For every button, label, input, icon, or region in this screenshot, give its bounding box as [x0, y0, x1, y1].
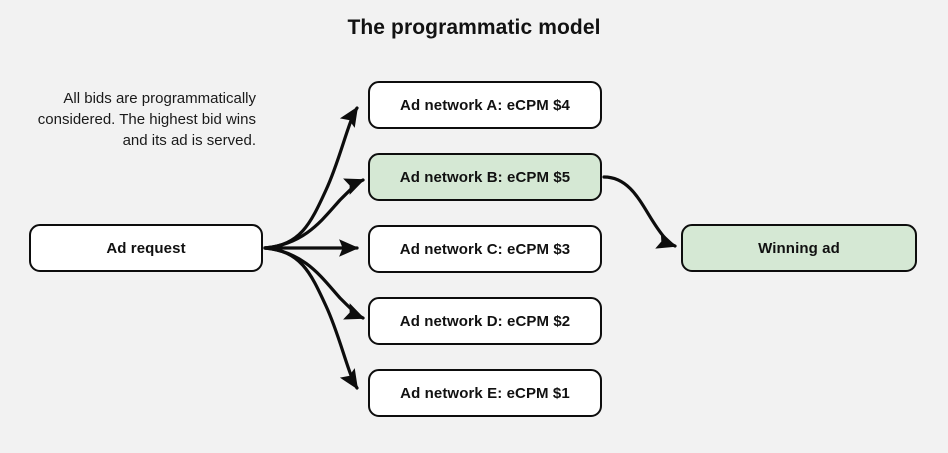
node-ad-network-d-label: Ad network D: eCPM $2 — [399, 312, 571, 330]
node-ad-network-a-label: Ad network A: eCPM $4 — [400, 96, 570, 114]
edge-request-to-network-b — [263, 178, 365, 250]
diagram-description: All bids are programmatically considered… — [37, 90, 256, 149]
node-ad-network-c-label: Ad network C: eCPM $3 — [399, 240, 571, 258]
node-winning-ad-label: Winning ad — [758, 239, 840, 257]
edge-request-to-network-a — [263, 106, 359, 250]
node-ad-network-c[interactable]: Ad network C: eCPM $3 — [368, 225, 602, 273]
node-ad-network-b[interactable]: Ad network B: eCPM $5 — [368, 153, 602, 201]
edge-request-to-network-d — [263, 246, 365, 320]
node-ad-network-e[interactable]: Ad network E: eCPM $1 — [368, 369, 602, 417]
node-ad-network-a[interactable]: Ad network A: eCPM $4 — [368, 81, 602, 129]
node-ad-request[interactable]: Ad request — [29, 224, 263, 272]
diagram-title: The programmatic model — [347, 16, 601, 39]
node-ad-network-e-label: Ad network E: eCPM $1 — [400, 384, 570, 402]
edge-request-to-network-e — [263, 246, 359, 390]
node-ad-network-b-label: Ad network B: eCPM $5 — [399, 168, 571, 186]
node-winning-ad[interactable]: Winning ad — [681, 224, 917, 272]
node-ad-request-label: Ad request — [106, 239, 186, 257]
edge-network-b-to-winning-ad — [602, 175, 677, 249]
node-ad-network-d[interactable]: Ad network D: eCPM $2 — [368, 297, 602, 345]
